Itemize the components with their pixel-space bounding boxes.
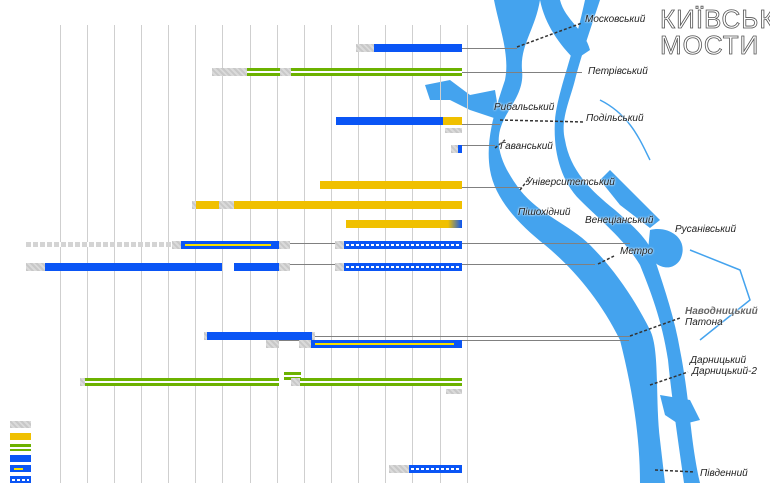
label-rybalskyi: Рибальський — [494, 102, 555, 113]
label-podilskyi: Подільський — [586, 113, 644, 124]
legend-swatch-rail — [10, 444, 31, 451]
label-pishokhidnyi: Пішохідний — [518, 207, 571, 218]
label-moskovskyi: Московський — [585, 14, 646, 25]
label-metro: Метро — [620, 246, 654, 257]
label-pivdennyi: Південний — [700, 468, 748, 479]
legend-swatch-road — [10, 433, 31, 440]
legend-swatch-metro-rail — [10, 476, 31, 483]
label-navodnytskyi: Наводницький — [685, 306, 758, 317]
title-line-2: МОСТИ — [660, 30, 760, 61]
label-patona: Патона — [685, 317, 723, 328]
label-darnytskyi-2: Дарницький-2 — [692, 366, 757, 377]
label-havanskyi: Гаванський — [500, 141, 553, 152]
legend-swatch-metro-road — [10, 465, 31, 472]
label-darnytskyi: Дарницький — [690, 355, 747, 366]
label-petrivskyi: Петрівський — [588, 66, 648, 77]
title-line-1: КИЇВСЬКІ — [660, 4, 770, 35]
label-rusanivskyi: Русанівський — [675, 224, 737, 235]
legend-swatch-metro — [10, 455, 31, 462]
label-universytetskyi: Університетський — [526, 177, 615, 188]
label-venetsianskyi: Венеціанський — [585, 215, 654, 226]
legend-swatch-planned — [10, 421, 31, 428]
